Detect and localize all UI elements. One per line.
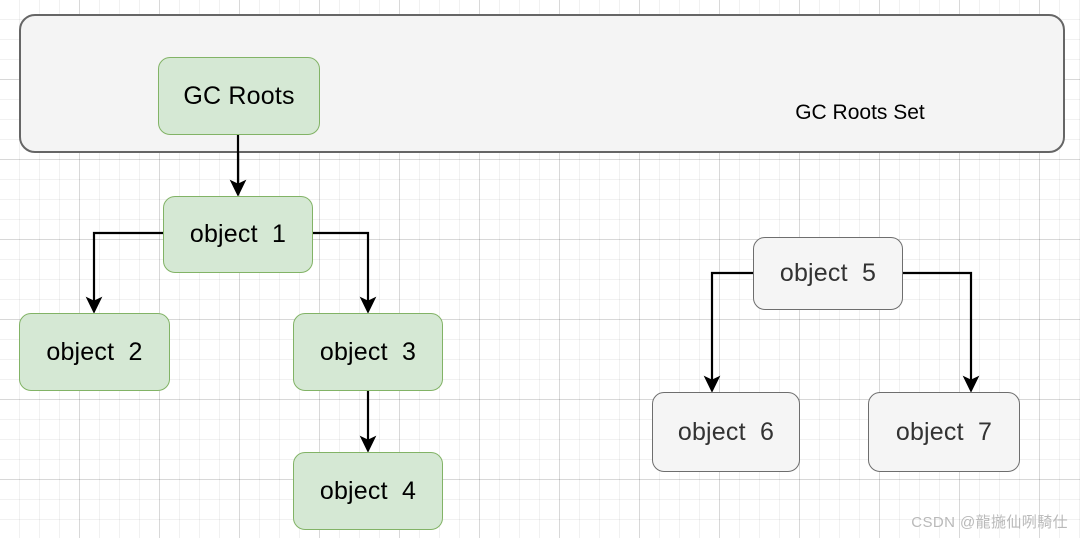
node-object-4[interactable]: object 4 [293,452,443,530]
node-gc-roots-label: GC Roots [183,81,295,110]
node-object-5[interactable]: object 5 [753,237,903,310]
node-object-1[interactable]: object 1 [163,196,313,273]
node-object-1-label: object 1 [189,220,287,248]
node-object-6[interactable]: object 6 [652,392,800,472]
node-object-3-label: object 3 [319,337,417,366]
node-object-7-label: object 7 [895,417,993,446]
node-object-2[interactable]: object 2 [19,313,170,391]
node-object-5-label: object 5 [779,259,877,287]
edge-object5-to-object7 [903,271,980,393]
node-object-6-label: object 6 [677,417,775,446]
node-object-2-label: object 2 [46,337,143,366]
csdn-watermark: CSDN @龍揓仙咧騎仕 [911,514,1068,531]
node-object-4-label: object 4 [319,476,417,505]
edge-object5-to-object6 [703,271,753,393]
node-object-7[interactable]: object 7 [868,392,1020,472]
gc-roots-set-label: GC Roots Set [795,101,925,124]
node-object-3[interactable]: object 3 [293,313,443,391]
edge-object1-to-object2 [85,231,163,314]
node-gc-roots[interactable]: GC Roots [158,57,320,135]
edge-object1-to-object3 [313,231,377,314]
